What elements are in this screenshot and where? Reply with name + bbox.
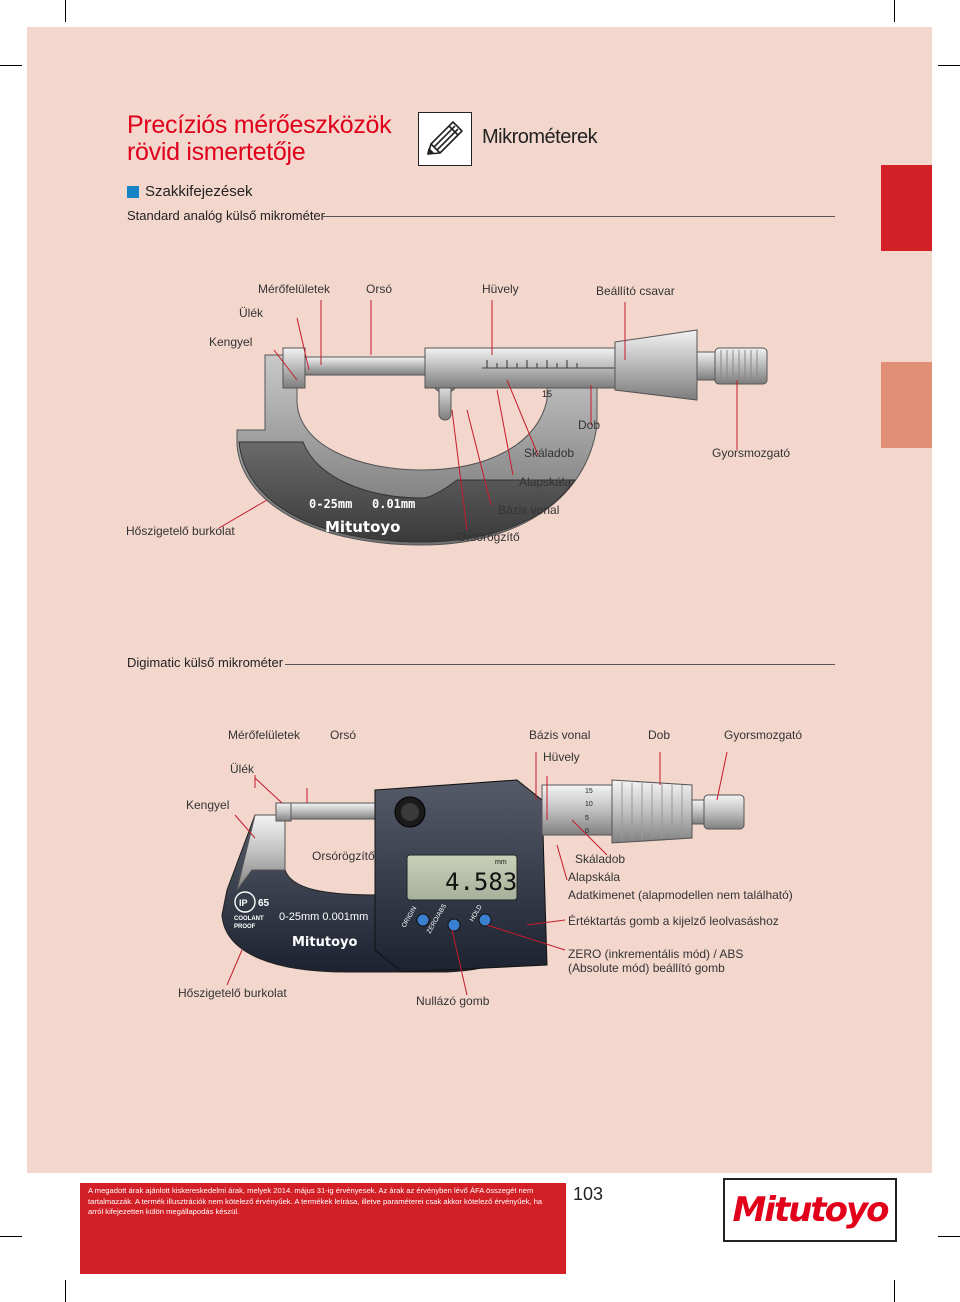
page-title: Precíziós mérőeszközök rövid ismertetője bbox=[127, 111, 392, 166]
label-thimble-scale: Skáladob bbox=[524, 446, 575, 460]
bullet-square-icon bbox=[127, 186, 139, 198]
label-sleeve: Hüvely bbox=[482, 282, 519, 296]
label-data-output: Adatkimenet (alapmodellen nem található) bbox=[568, 888, 793, 902]
crop-mark bbox=[0, 65, 22, 66]
label-measuring-faces: Mérőfelületek bbox=[258, 282, 331, 296]
label-zero-abs-line1: ZERO (inkrementális mód) / ABS bbox=[568, 947, 744, 961]
label-hold-button: Értéktartás gomb a kijelző leolvasáshoz bbox=[568, 914, 779, 928]
label-reference-line: Bázis vonal bbox=[498, 503, 560, 517]
digimatic-micrometer-illustration: 4.583 mm ORIGIN ZERO/ABS HOLD 15 10 5 0 … bbox=[221, 751, 745, 996]
thimble-number: 15 bbox=[585, 788, 593, 795]
lcd-value: 4.583 bbox=[445, 868, 517, 896]
crop-mark bbox=[938, 65, 960, 66]
label-ratchet: Gyorsmozgató bbox=[712, 446, 791, 460]
lcd-unit: mm bbox=[495, 859, 507, 866]
crop-mark bbox=[65, 1280, 66, 1302]
pencil-in-box-icon bbox=[418, 112, 472, 166]
thimble-number: 10 bbox=[585, 801, 593, 808]
crop-mark bbox=[894, 0, 895, 22]
frame-resolution: 0.01mm bbox=[372, 497, 415, 511]
footer-band bbox=[80, 1183, 566, 1274]
page-background bbox=[27, 27, 932, 1173]
label-heat-insulator: Hőszigetelő burkolat bbox=[178, 986, 287, 1000]
divider bbox=[285, 664, 835, 665]
label-measuring-faces: Mérőfelületek bbox=[228, 728, 301, 742]
frame-range: 0-25mm bbox=[309, 497, 352, 511]
label-anvil: Ülék bbox=[230, 762, 255, 776]
frame-range: 0-25mm 0.001mm bbox=[279, 911, 368, 923]
coolant-line2: PROOF bbox=[234, 924, 256, 930]
label-frame: Kengyel bbox=[186, 798, 230, 812]
label-origin-button: Nullázó gomb bbox=[416, 994, 490, 1008]
analog-subtitle: Standard analóg külső mikrométer bbox=[127, 208, 325, 223]
crop-mark bbox=[894, 1280, 895, 1302]
label-zero-abs-line2: (Absolute mód) beállító gomb bbox=[568, 961, 725, 975]
crop-mark bbox=[65, 0, 66, 22]
divider bbox=[322, 216, 835, 217]
page-number: 103 bbox=[573, 1184, 604, 1204]
section-title: Mikrométerek bbox=[482, 126, 598, 148]
coolant-line1: COOLANT bbox=[234, 916, 264, 922]
label-thimble-scale: Skáladob bbox=[575, 852, 626, 866]
analog-micrometer-illustration: 15 0-25mm 0.01mm Mitutoyo bbox=[218, 300, 768, 546]
label-reference-line: Bázis vonal bbox=[529, 728, 591, 742]
page-title-line2: rövid ismertetője bbox=[127, 138, 306, 166]
label-main-scale: Alapskála bbox=[568, 870, 621, 884]
section-heading: Szakkifejezések bbox=[145, 183, 253, 200]
label-spindle: Orsó bbox=[366, 282, 393, 296]
digimatic-subtitle: Digimatic külső mikrométer bbox=[127, 655, 284, 670]
chapter-tab-active[interactable] bbox=[881, 165, 932, 251]
label-ratchet: Gyorsmozgató bbox=[724, 728, 803, 742]
ip-rating: 65 bbox=[258, 898, 270, 909]
label-spindle-lock: Orsórögzítő bbox=[457, 530, 520, 544]
frame-brand: Mitutoyo bbox=[292, 935, 357, 950]
crop-mark bbox=[938, 1236, 960, 1237]
thimble-number: 5 bbox=[585, 815, 589, 822]
page-title-line1: Precíziós mérőeszközök bbox=[127, 111, 392, 139]
label-anvil: Ülék bbox=[239, 306, 264, 320]
label-main-scale: Alapskála bbox=[519, 475, 572, 489]
frame-brand: Mitutoyo bbox=[325, 518, 400, 536]
thimble-number: 0 bbox=[585, 828, 589, 835]
label-thimble: Dob bbox=[578, 418, 601, 432]
label-thimble: Dob bbox=[648, 728, 671, 742]
logo-text: Mitutoyo bbox=[732, 1190, 889, 1230]
label-spindle-lock: Orsórögzítő bbox=[312, 849, 375, 863]
label-frame: Kengyel bbox=[209, 335, 253, 349]
label-spindle: Orsó bbox=[330, 728, 357, 742]
label-adjusting-nut: Beállító csavar bbox=[596, 284, 675, 298]
chapter-tab[interactable] bbox=[881, 362, 932, 448]
scale-number: 15 bbox=[542, 389, 552, 399]
ip-prefix: IP bbox=[239, 898, 248, 908]
mitutoyo-logo: Mitutoyo bbox=[723, 1178, 897, 1242]
footer-disclaimer: A megadott árak ajánlott kiskereskedelmi… bbox=[88, 1186, 543, 1216]
label-sleeve: Hüvely bbox=[543, 750, 580, 764]
crop-mark bbox=[0, 1236, 22, 1237]
label-heat-insulator: Hőszigetelő burkolat bbox=[126, 524, 235, 538]
